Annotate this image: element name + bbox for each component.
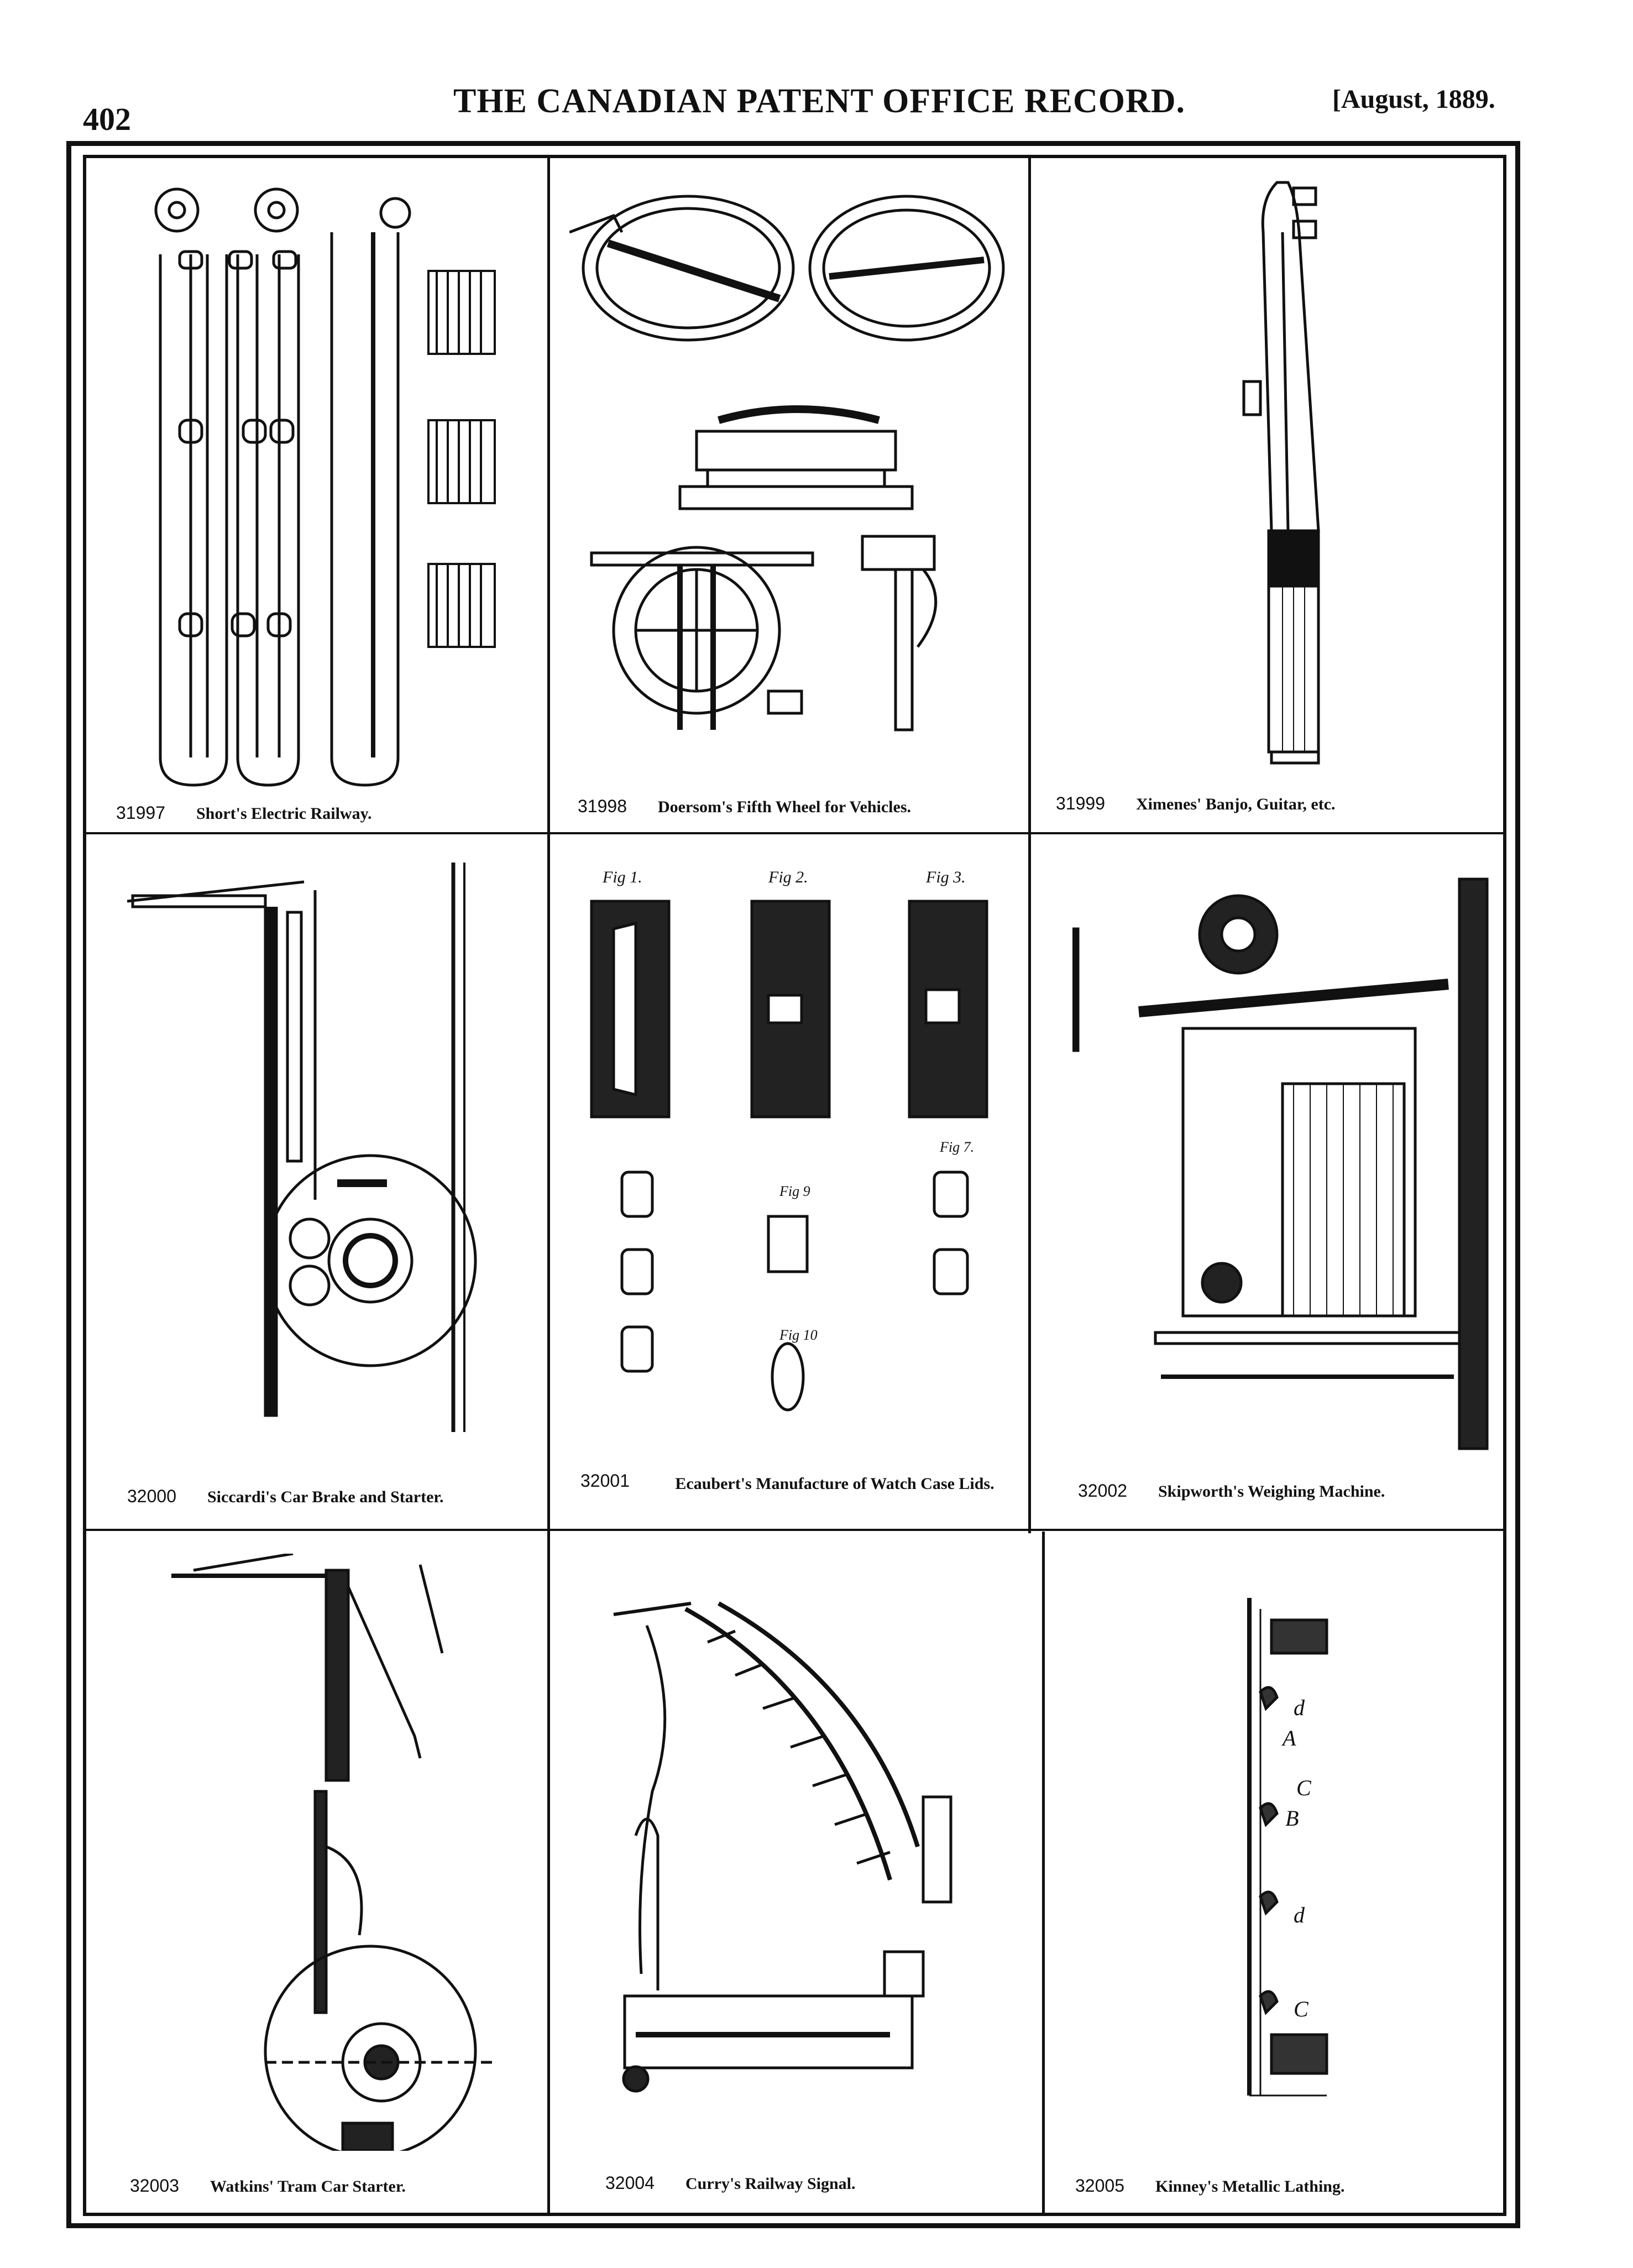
panel-caption-32003: 32003 Watkins' Tram Car Starter. — [130, 2176, 406, 2196]
weighing-machine-drawing — [1072, 874, 1493, 1460]
patent-number: 32005 — [1075, 2176, 1124, 2196]
banjo-drawing — [1205, 166, 1371, 785]
patent-title: Skipworth's Weighing Machine. — [1158, 1482, 1385, 1501]
panel-caption-31997: 31997 Short's Electric Railway. — [116, 803, 371, 823]
lathing-label: A — [1283, 1726, 1296, 1750]
watch-case-lids-drawing — [569, 863, 1012, 1449]
panel-caption-32001-title: Ecaubert's Manufacture of Watch Case Lid… — [675, 1475, 995, 1493]
tram-car-starter-drawing — [160, 1554, 503, 2151]
patent-title: Kinney's Metallic Lathing. — [1155, 2177, 1345, 2196]
patent-number: 31998 — [578, 796, 627, 816]
page-border-outer — [66, 141, 1520, 2228]
railway-signal-drawing — [603, 1592, 1001, 2140]
column-divider-2 — [1028, 156, 1031, 1533]
patent-number: 32000 — [127, 1486, 176, 1506]
figure-label: Fig 3. — [926, 868, 966, 886]
lathing-label: d — [1294, 1903, 1305, 1927]
panel-caption-32000: 32000 Siccardi's Car Brake and Starter. — [127, 1486, 443, 1507]
patent-title: Curry's Railway Signal. — [685, 2175, 856, 2193]
patent-number: 32002 — [1078, 1481, 1127, 1501]
panel-caption-32002: 32002 Skipworth's Weighing Machine. — [1078, 1481, 1385, 1501]
panel-caption-32004: 32004 Curry's Railway Signal. — [605, 2173, 856, 2193]
panel-caption-31998: 31998 Doersom's Fifth Wheel for Vehicles. — [578, 796, 911, 817]
metallic-lathing-drawing — [1238, 1598, 1343, 2107]
figure-label: Fig 9 — [779, 1183, 810, 1199]
figure-label: Fig 1. — [603, 868, 642, 886]
issue-date: [August, 1889. — [1332, 85, 1495, 114]
lathing-label: B — [1285, 1806, 1299, 1831]
figure-label: Fig 10 — [779, 1327, 818, 1343]
patent-title: Watkins' Tram Car Starter. — [210, 2177, 406, 2196]
patent-number: 31999 — [1056, 793, 1105, 813]
journal-title: THE CANADIAN PATENT OFFICE RECORD. — [453, 82, 1186, 120]
page-number: 402 — [83, 101, 131, 137]
electric-railway-drawing — [149, 182, 525, 796]
patent-title: Short's Electric Railway. — [196, 804, 372, 823]
panel-caption-32001: 32001 — [580, 1471, 661, 1491]
lathing-label: C — [1296, 1775, 1311, 1800]
patent-title: Siccardi's Car Brake and Starter. — [207, 1488, 444, 1506]
lathing-label: C — [1294, 1997, 1309, 2021]
panel-caption-32005: 32005 Kinney's Metallic Lathing. — [1075, 2176, 1345, 2196]
row-divider-1 — [85, 832, 1505, 834]
patent-number: 32004 — [605, 2173, 655, 2193]
column-divider-1 — [547, 156, 550, 2214]
lathing-label: d — [1294, 1695, 1305, 1720]
fifth-wheel-drawing — [569, 182, 1012, 763]
patent-number: 31997 — [116, 803, 165, 823]
row-divider-2 — [85, 1529, 1505, 1531]
patent-title: Doersom's Fifth Wheel for Vehicles. — [657, 798, 911, 816]
figure-label: Fig 7. — [940, 1139, 975, 1155]
figure-label: Fig 2. — [768, 868, 808, 886]
page-border-inner — [83, 155, 1506, 2216]
patent-number: 32003 — [130, 2176, 179, 2196]
panel-caption-31999: 31999 Ximenes' Banjo, Guitar, etc. — [1056, 793, 1336, 814]
column-divider-2-lower — [1042, 1532, 1045, 2214]
car-brake-drawing — [127, 857, 486, 1471]
patent-title: Ximenes' Banjo, Guitar, etc. — [1135, 795, 1336, 813]
patent-number: 32001 — [580, 1471, 630, 1491]
